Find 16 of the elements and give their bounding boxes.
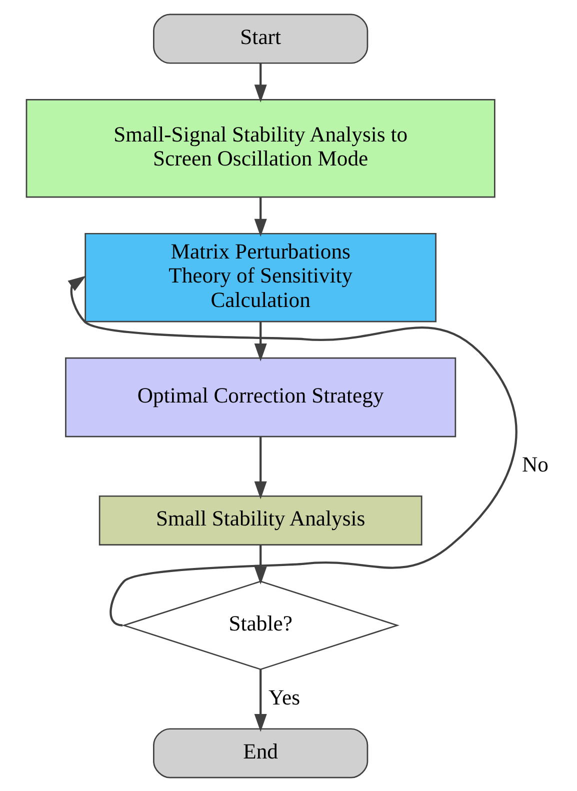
arrow <box>67 275 517 626</box>
node-box: Matrix Perturbations Theory of Sensitivity Calculation <box>84 232 436 322</box>
arrow <box>254 436 266 499</box>
edge-label: No <box>522 452 548 476</box>
node-box: Optimal Correction Strategy <box>64 356 456 437</box>
node-box: Start <box>152 13 368 64</box>
node-box: Small-Signal Stability Analysis to Screen Oscillation Mode <box>25 98 495 198</box>
arrow <box>254 321 266 361</box>
arrow <box>254 544 266 584</box>
arrow <box>254 668 266 732</box>
node-box: End <box>152 728 368 778</box>
node-diamond: Stable? <box>121 580 399 670</box>
arrow <box>254 62 266 102</box>
arrow <box>254 196 266 236</box>
node-box: Small Stability Analysis <box>98 494 422 546</box>
edge-label: Yes <box>268 684 300 709</box>
